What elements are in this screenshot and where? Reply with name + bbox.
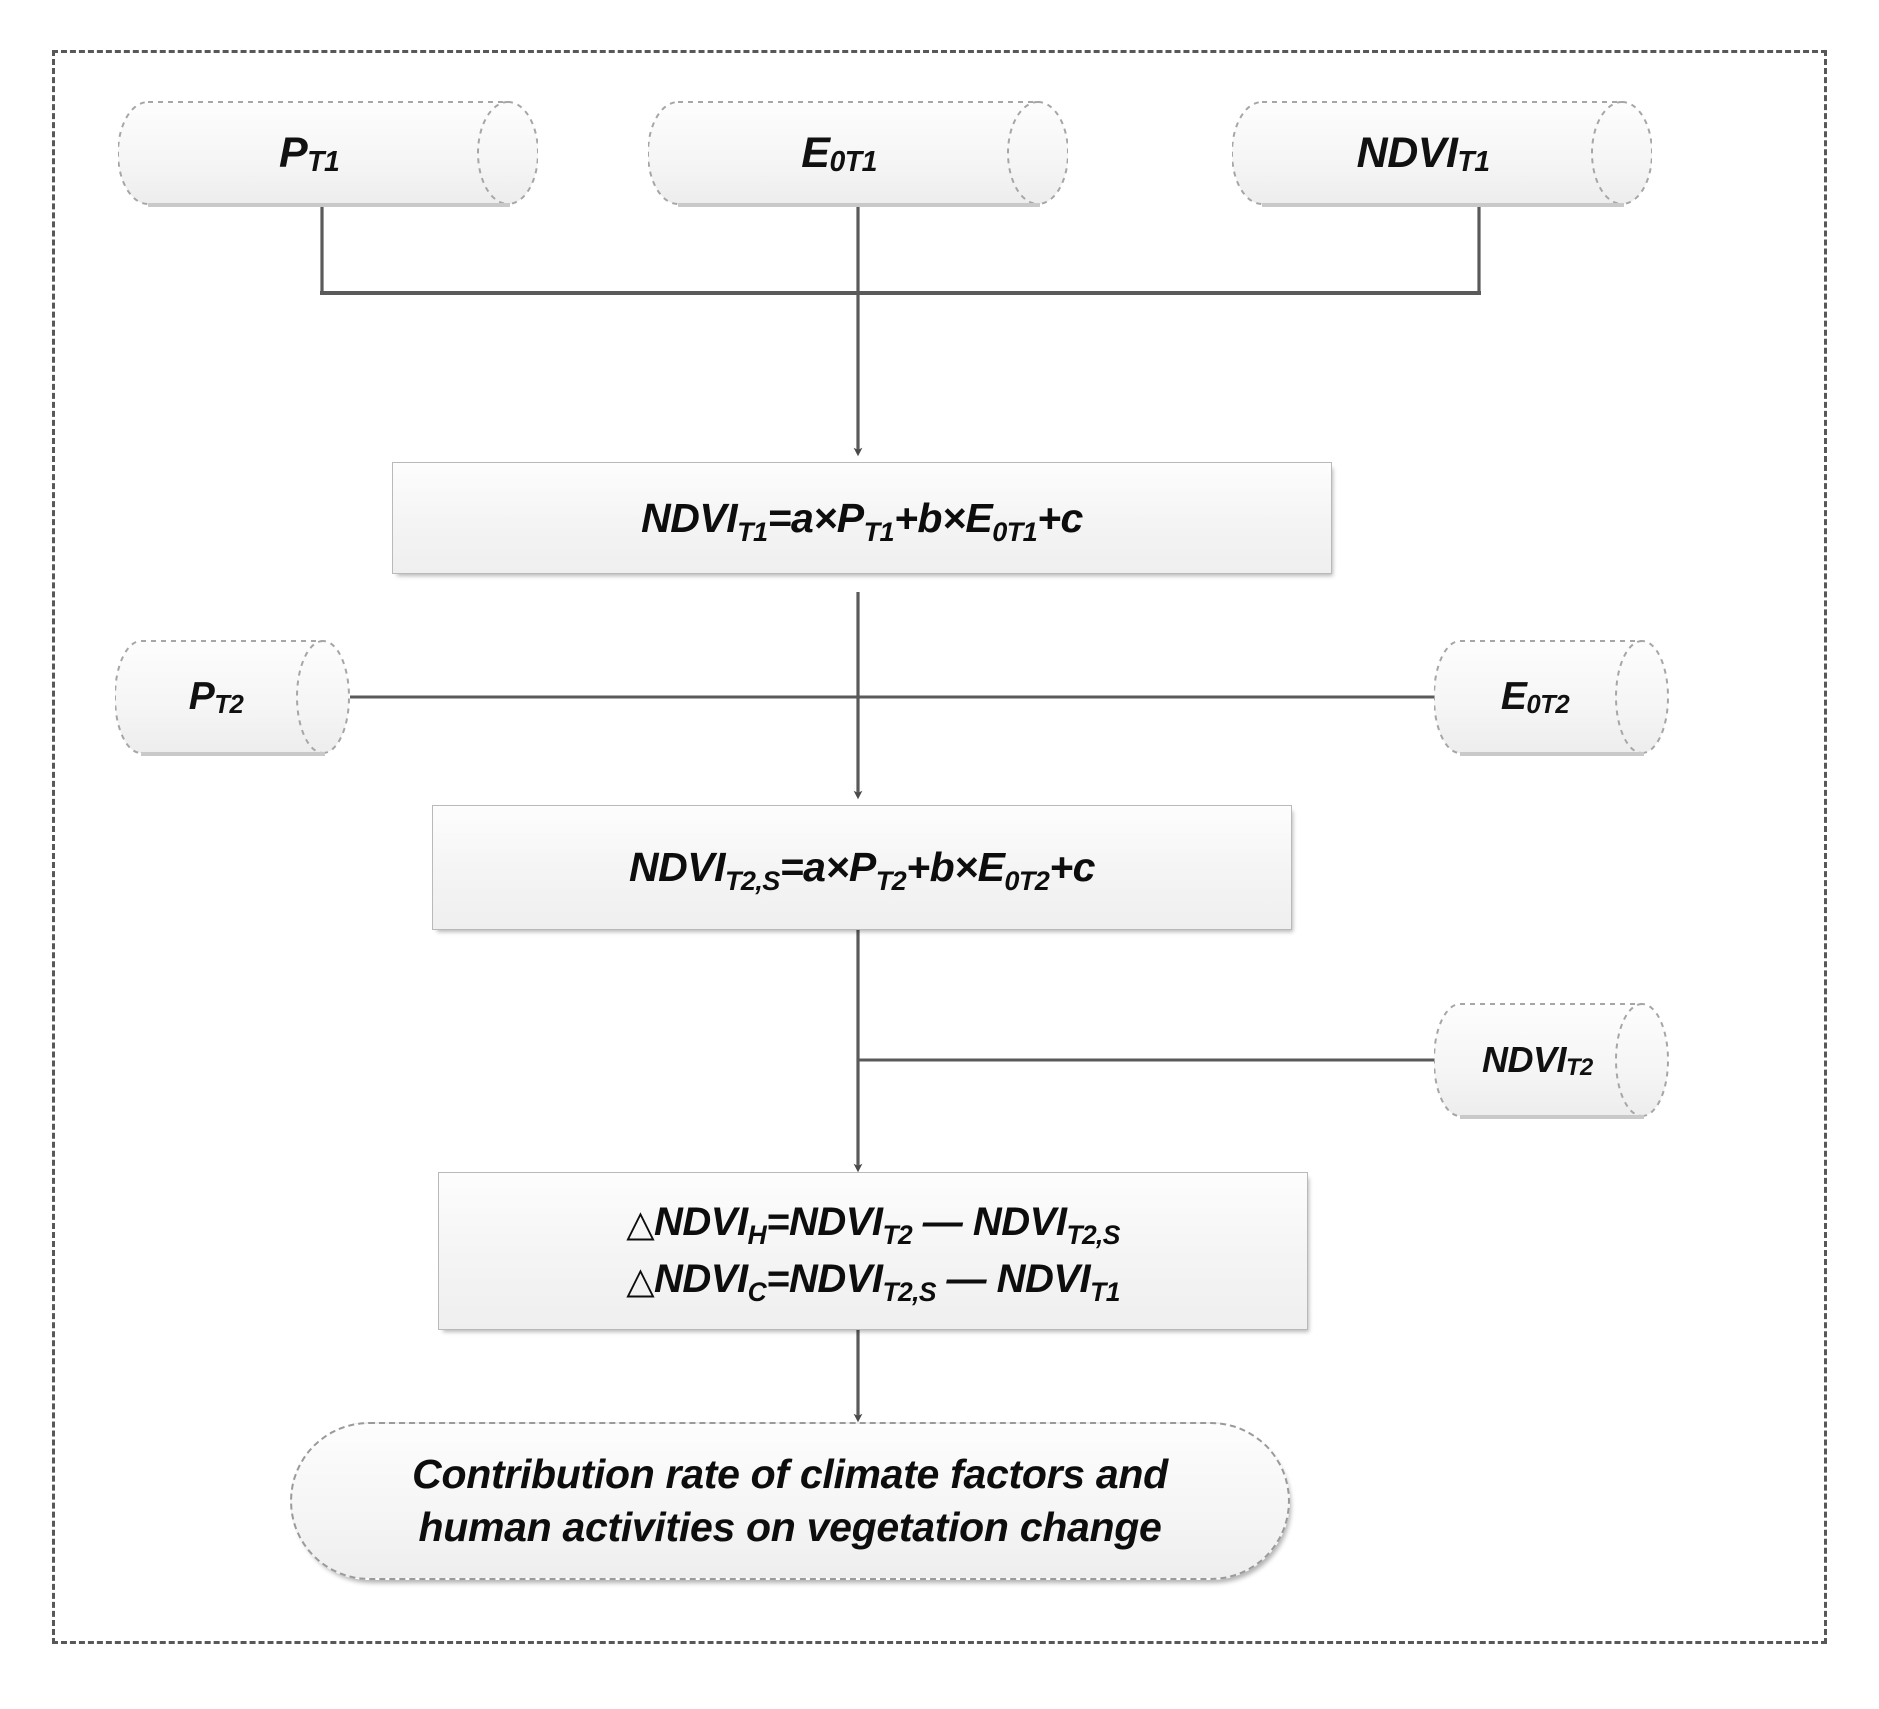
cylinder-shape	[118, 101, 538, 207]
equation-line: NDVIT2,S=a×PT2+b×E0T2+c	[629, 844, 1095, 897]
diagram-dashed-frame	[52, 50, 1827, 1644]
process-node-eq-delta[interactable]: △NDVIH=NDVIT2 — NDVIT2,S △NDVIC=NDVIT2,S…	[438, 1172, 1308, 1330]
cylinder-shape	[648, 101, 1068, 207]
process-node-eq-t1[interactable]: NDVIT1=a×PT1+b×E0T1+c	[392, 462, 1332, 574]
equation-line: NDVIT1=a×PT1+b×E0T1+c	[641, 494, 1083, 547]
result-line-2: human activities on vegetation change	[418, 1504, 1162, 1550]
cylinder-shape	[1232, 101, 1652, 207]
terminator-node-result[interactable]: Contribution rate of climate factors and…	[290, 1422, 1290, 1580]
cylinder-shape	[115, 640, 350, 756]
process-node-eq-t2s[interactable]: NDVIT2,S=a×PT2+b×E0T2+c	[432, 805, 1292, 930]
cylinder-shape	[1434, 640, 1669, 756]
result-line-1: Contribution rate of climate factors and	[412, 1450, 1168, 1497]
equation-line-h: △NDVIH=NDVIT2 — NDVIT2,S	[626, 1200, 1120, 1250]
equation-line-c: △NDVIC=NDVIT2,S — NDVIT1	[626, 1257, 1120, 1307]
cylinder-shape	[1434, 1003, 1669, 1119]
